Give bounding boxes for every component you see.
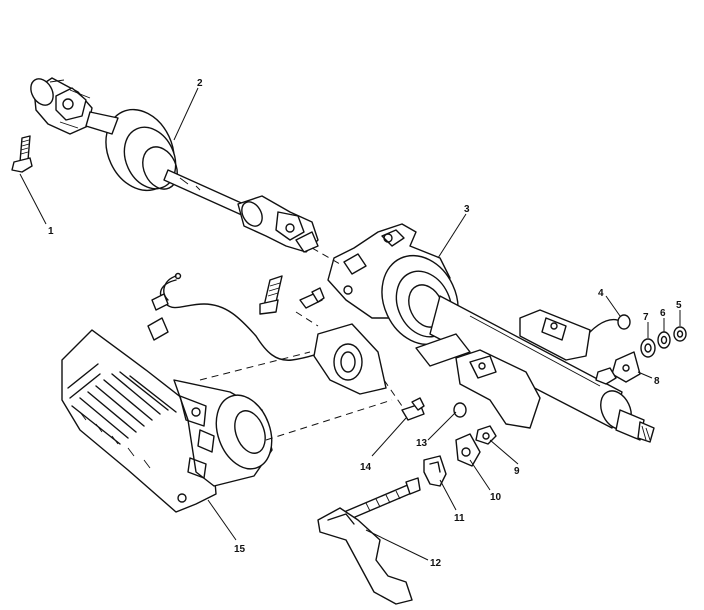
alignment-lines — [199, 247, 403, 441]
part-10-cam — [455, 433, 481, 467]
part-3-steering-column — [327, 223, 655, 443]
callout-labels: 1 2 3 4 5 6 7 8 9 10 11 12 13 14 15 — [48, 78, 682, 569]
wiring-harness — [147, 272, 361, 361]
callout-7: 7 — [643, 312, 649, 323]
part-5-washer — [673, 326, 687, 342]
part-2-intermediate-shaft — [30, 77, 319, 253]
part-15-motor-assembly — [61, 329, 273, 513]
part-4-spring-clip — [589, 314, 631, 333]
callout-8: 8 — [654, 376, 660, 387]
small-bolt — [299, 287, 325, 309]
column-mount-bracket — [313, 323, 387, 395]
callout-15: 15 — [234, 544, 246, 555]
callout-9: 9 — [514, 466, 520, 477]
pinch-bolt — [259, 275, 283, 315]
callout-4: 4 — [598, 288, 604, 299]
part-9-nut — [475, 425, 497, 445]
part-11-clip — [423, 455, 447, 487]
part-1-bolt — [11, 135, 33, 173]
part-13-washer — [453, 402, 467, 418]
callout-2: 2 — [197, 78, 203, 89]
callout-14: 14 — [360, 462, 372, 473]
nut-right — [595, 367, 617, 385]
part-6-washer — [657, 331, 671, 349]
callout-3: 3 — [464, 204, 470, 215]
callout-13: 13 — [416, 438, 428, 449]
part-7-bushing — [640, 338, 656, 358]
callout-6: 6 — [660, 308, 666, 319]
callout-1: 1 — [48, 226, 54, 237]
callout-5: 5 — [676, 300, 682, 311]
leader-lines — [19, 87, 681, 561]
callout-10: 10 — [490, 492, 502, 503]
callout-12: 12 — [430, 558, 442, 569]
callout-11: 11 — [454, 513, 465, 524]
part-14-bolt — [401, 397, 425, 421]
part-12-tilt-lever — [317, 477, 421, 605]
